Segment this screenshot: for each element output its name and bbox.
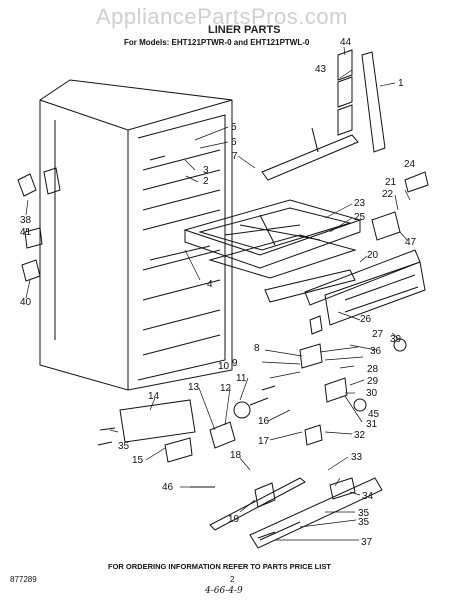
document-code: 877289 xyxy=(10,575,37,584)
callout-38: 38 xyxy=(20,215,32,226)
callout-26: 26 xyxy=(360,314,372,325)
callout-39: 39 xyxy=(390,334,402,345)
callout-14: 14 xyxy=(148,391,160,402)
callout-23: 23 xyxy=(354,198,366,209)
callout-41: 41 xyxy=(20,227,32,238)
handwritten-note: 4-66-4-9 xyxy=(205,586,243,596)
callout-4: 4 xyxy=(207,279,213,290)
model-numbers: For Models: EHT121PTWR-0 and EHT121PTWL-… xyxy=(124,38,310,47)
callout-34: 34 xyxy=(362,491,374,502)
callout-33: 33 xyxy=(351,452,363,463)
callout-46: 46 xyxy=(162,482,174,493)
callout-44: 44 xyxy=(340,37,352,48)
callout-18: 18 xyxy=(230,450,242,461)
callout-1: 1 xyxy=(398,78,404,89)
callout-9: 9 xyxy=(232,358,238,369)
callout-10: 10 xyxy=(218,361,230,372)
callout-35-left: 35 xyxy=(118,441,130,452)
callout-8: 8 xyxy=(254,343,260,354)
callout-labels: 1 2 3 4 5 6 7 8 9 10 11 12 13 14 15 16 1… xyxy=(20,37,417,548)
switch-parts xyxy=(209,343,367,449)
top-rail xyxy=(261,127,359,181)
callout-22: 22 xyxy=(382,189,394,200)
callout-28: 28 xyxy=(367,364,379,375)
page-number: 2 xyxy=(230,575,235,584)
callout-16: 16 xyxy=(258,416,270,427)
left-side-parts xyxy=(17,167,61,282)
callout-37: 37 xyxy=(361,537,373,548)
callout-13: 13 xyxy=(188,382,200,393)
callout-29: 29 xyxy=(367,376,379,387)
callout-25: 25 xyxy=(354,212,366,223)
callout-43: 43 xyxy=(315,64,327,75)
callout-36: 36 xyxy=(370,346,382,357)
callout-30: 30 xyxy=(366,388,378,399)
callout-45: 45 xyxy=(368,409,380,420)
callout-40: 40 xyxy=(20,297,32,308)
callout-24: 24 xyxy=(404,159,416,170)
ordering-note: FOR ORDERING INFORMATION REFER TO PARTS … xyxy=(108,562,331,571)
callout-15: 15 xyxy=(132,455,144,466)
callout-47: 47 xyxy=(405,237,417,248)
callout-21: 21 xyxy=(385,177,397,188)
callout-11: 11 xyxy=(236,373,247,384)
callout-3: 3 xyxy=(203,165,209,176)
callout-20: 20 xyxy=(367,250,379,261)
liner-cabinet xyxy=(39,79,233,391)
bottom-channels xyxy=(209,477,383,549)
shelf-assembly xyxy=(183,199,362,303)
callout-6: 6 xyxy=(231,137,237,148)
callout-17: 17 xyxy=(258,436,270,447)
callout-2: 2 xyxy=(203,176,209,187)
lower-left-parts xyxy=(97,399,215,488)
watermark: AppliancePartsPros.com xyxy=(96,4,348,29)
breaker-strips xyxy=(337,49,386,153)
callout-12: 12 xyxy=(220,383,232,394)
callout-7: 7 xyxy=(232,151,238,162)
callout-27: 27 xyxy=(372,329,384,340)
callout-35-right-upper: 35 xyxy=(358,508,370,519)
page-title: LINER PARTS xyxy=(208,24,281,36)
callout-32: 32 xyxy=(354,430,366,441)
callout-31: 31 xyxy=(366,419,378,430)
callout-19: 19 xyxy=(228,514,240,525)
callout-35-right-lower: 35 xyxy=(358,517,370,528)
callout-5: 5 xyxy=(231,122,237,133)
